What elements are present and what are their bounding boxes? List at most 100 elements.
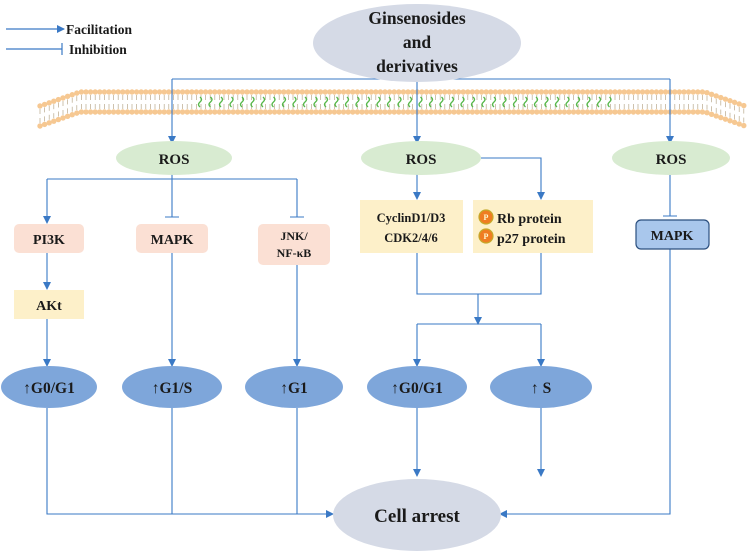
ginsenosides-line2: and <box>403 32 431 52</box>
lipid-head <box>451 89 457 95</box>
lipid-head <box>101 109 108 115</box>
lipid-head <box>534 109 540 115</box>
lipid-head <box>124 109 131 115</box>
lipid-head <box>336 89 342 95</box>
lipid-head <box>497 89 503 95</box>
lipid-head <box>216 89 223 95</box>
ginsenoside-insertion <box>260 96 266 108</box>
lipid-head <box>377 109 384 115</box>
lipid-head <box>511 89 517 95</box>
lipid-head <box>129 109 135 115</box>
lipid-head <box>653 89 660 95</box>
edge-ros-jnk-inhibit <box>290 179 304 218</box>
ginsenoside-insertion <box>428 96 434 108</box>
lipid-head <box>239 109 246 115</box>
lipid-head <box>492 109 499 115</box>
lipid-head <box>552 109 558 115</box>
lipid-head <box>446 89 453 95</box>
lipid-head <box>501 109 508 115</box>
lipid-head <box>603 109 609 115</box>
lipid-head <box>593 89 600 95</box>
lipid-head <box>736 101 742 107</box>
lipid-head <box>446 109 453 115</box>
lipid-head <box>87 89 94 95</box>
lipid-head <box>294 89 301 95</box>
lipid-head <box>156 109 163 115</box>
lipid-head <box>529 109 535 115</box>
lipid-head <box>616 109 623 115</box>
edge-g0g1-left-arrest <box>46 408 334 518</box>
lipid-head <box>580 109 586 115</box>
lipid-head <box>161 109 167 115</box>
lipid-head <box>469 89 476 95</box>
mapk-left-label: MAPK <box>151 233 194 248</box>
lipid-head <box>308 89 315 95</box>
lipid-head <box>354 109 361 115</box>
lipid-head <box>722 116 729 122</box>
lipid-head <box>345 89 351 95</box>
lipid-head <box>736 121 742 127</box>
lipid-head <box>179 109 186 115</box>
ginsenoside-insertion <box>523 96 528 108</box>
ginsenoside-insertion <box>596 96 602 108</box>
lipid-head <box>529 89 535 95</box>
lipid-head <box>230 109 236 115</box>
lipid-head <box>428 89 434 95</box>
lipid-head <box>115 89 121 95</box>
svg-text:↑G0/G1: ↑G0/G1 <box>23 380 75 397</box>
lipid-head <box>285 109 292 115</box>
lipid-head <box>133 109 140 115</box>
lipid-head <box>317 89 324 95</box>
lipid-head <box>644 89 650 95</box>
lipid-head <box>630 109 637 115</box>
lipid-head <box>639 109 646 115</box>
lipid-head <box>405 89 411 95</box>
lipid-head <box>741 102 747 109</box>
lipid-head <box>704 90 710 96</box>
lipid-head <box>184 89 190 95</box>
lipid-head <box>69 92 75 98</box>
lipid-head <box>442 109 448 115</box>
lipid-head <box>718 114 724 121</box>
ginsenoside-insertion <box>439 96 444 108</box>
cyclin-label: CyclinD1/D3 <box>377 211 446 225</box>
lipid-head <box>46 100 52 106</box>
ginsenoside-insertion <box>575 96 581 108</box>
lipid-head <box>621 89 627 95</box>
lipid-head <box>626 109 632 115</box>
lipid-head <box>221 109 227 115</box>
svg-text:↑S: ↑S <box>531 380 551 397</box>
lipid-head <box>239 89 246 95</box>
lipid-head <box>566 89 572 95</box>
lipid-head <box>55 116 62 123</box>
lipid-head <box>478 109 485 115</box>
svg-text:↑G1/S: ↑G1/S <box>152 380 192 397</box>
lipid-head <box>189 109 195 115</box>
lipid-head <box>423 109 430 115</box>
lipid-head <box>616 89 623 95</box>
jnk-nfkb-node: JNK/ NF-κB <box>258 224 330 265</box>
lipid-head <box>202 89 209 95</box>
lipid-head <box>345 109 351 115</box>
lipid-head <box>271 89 278 95</box>
lipid-head <box>363 89 370 95</box>
lipid-head <box>336 109 342 115</box>
lipid-head <box>474 89 480 95</box>
lipid-head <box>543 89 549 95</box>
lipid-head <box>184 109 190 115</box>
ginsenoside-insertion <box>397 96 402 108</box>
phase-g0g1-mid: ↑G0/G1 <box>367 366 467 408</box>
lipid-head <box>423 89 430 95</box>
lipid-head <box>534 89 540 95</box>
legend: Facilitation Inhibition <box>6 22 132 57</box>
lipid-head <box>695 89 701 95</box>
lipid-head <box>658 109 664 115</box>
lipid-head <box>152 109 158 115</box>
lipid-head <box>230 89 236 95</box>
lipid-head <box>267 89 273 95</box>
lipid-head <box>419 89 425 95</box>
lipid-head <box>699 109 706 115</box>
lipid-head <box>37 103 43 109</box>
lipid-head <box>699 89 706 95</box>
rb-label: Rb protein <box>497 212 562 227</box>
